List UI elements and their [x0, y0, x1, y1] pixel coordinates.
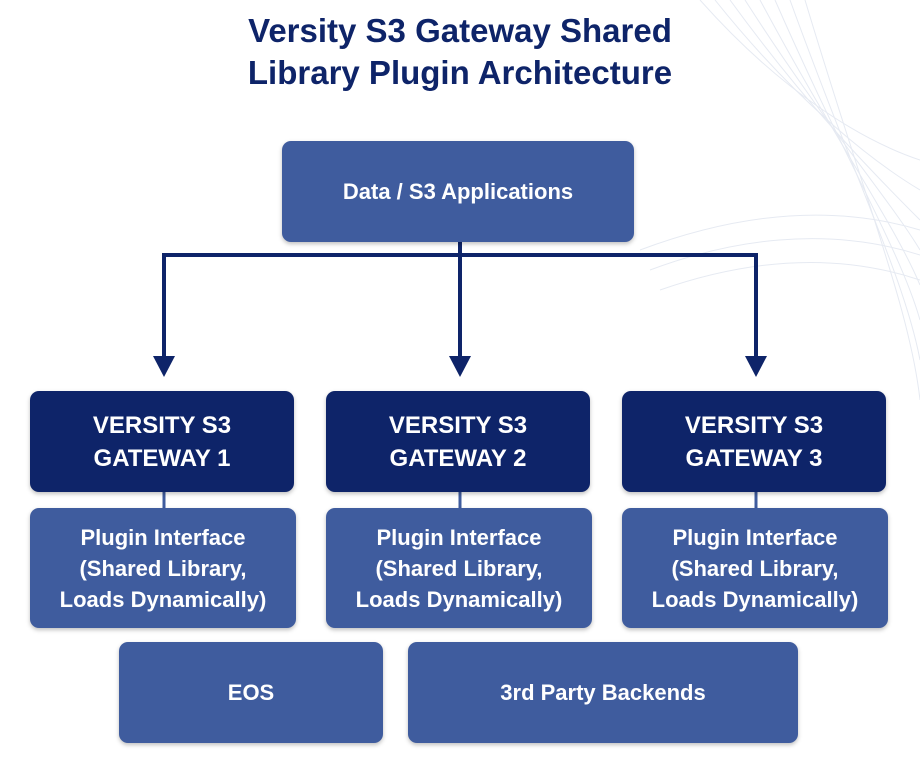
eos-backend-box: EOS [119, 642, 383, 743]
eos-backend-label: EOS [227, 679, 275, 705]
data-s3-applications-label: Data / S3 Applications [342, 178, 574, 204]
gateway-3-line-2: GATEWAY 3 [685, 444, 823, 472]
plugin-2-line-1: Plugin Interface [376, 524, 542, 550]
plugin-2-line-2: (Shared Library, [375, 555, 543, 581]
gateway-2-box: VERSITY S3 GATEWAY 2 [326, 391, 590, 492]
plugin-interface-2-box: Plugin Interface (Shared Library, Loads … [326, 508, 592, 628]
diagram-title: Versity S3 Gateway Shared Library Plugin… [0, 10, 920, 94]
plugin-3-line-1: Plugin Interface [672, 524, 838, 550]
third-party-backends-label: 3rd Party Backends [500, 679, 706, 705]
third-party-backends-box: 3rd Party Backends [408, 642, 798, 743]
plugin-3-line-3: Loads Dynamically) [651, 586, 859, 612]
plugin-1-line-3: Loads Dynamically) [59, 586, 267, 612]
gateway-3-line-1: VERSITY S3 [684, 411, 824, 439]
plugin-3-line-2: (Shared Library, [671, 555, 839, 581]
plugin-interface-1-box: Plugin Interface (Shared Library, Loads … [30, 508, 296, 628]
gateway-1-line-2: GATEWAY 1 [93, 444, 231, 472]
plugin-1-line-2: (Shared Library, [79, 555, 247, 581]
plugin-interface-3-box: Plugin Interface (Shared Library, Loads … [622, 508, 888, 628]
plugin-1-line-1: Plugin Interface [80, 524, 246, 550]
gateway-1-line-1: VERSITY S3 [92, 411, 232, 439]
plugin-2-line-3: Loads Dynamically) [355, 586, 563, 612]
title-line-1: Versity S3 Gateway Shared [248, 12, 672, 49]
gateway-2-line-2: GATEWAY 2 [389, 444, 527, 472]
data-s3-applications-box: Data / S3 Applications [282, 141, 634, 242]
gateway-1-box: VERSITY S3 GATEWAY 1 [30, 391, 294, 492]
gateway-3-box: VERSITY S3 GATEWAY 3 [622, 391, 886, 492]
title-line-2: Library Plugin Architecture [247, 54, 673, 91]
gateway-2-line-1: VERSITY S3 [388, 411, 528, 439]
